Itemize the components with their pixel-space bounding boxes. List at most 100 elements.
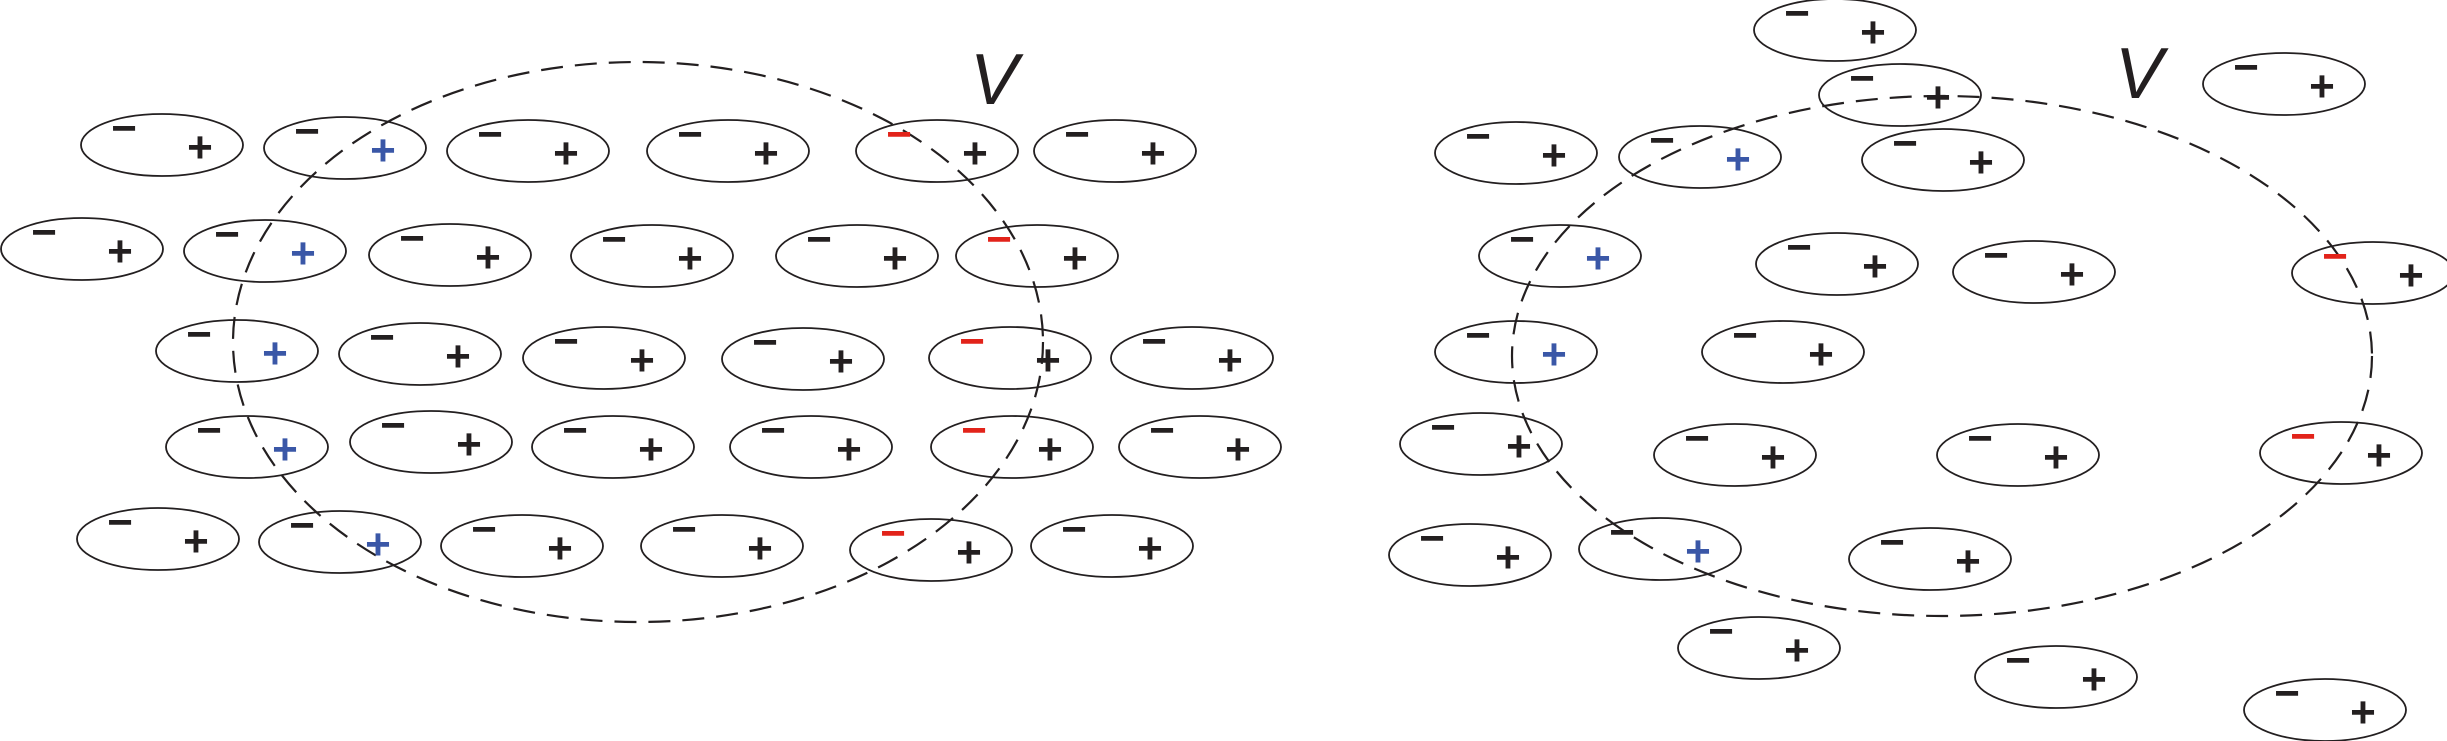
dipole-neutral: −+ (440, 505, 604, 578)
negative-charge-sign: − (601, 215, 627, 264)
positive-charge-sign: + (1137, 524, 1163, 573)
dipole-outline (531, 415, 695, 479)
positive-charge-sign: + (456, 420, 482, 469)
dipole-neutral: −+ (1030, 505, 1194, 578)
dipole-outline (1653, 423, 1817, 487)
dipole-outline (258, 510, 422, 574)
negative-charge-sign: − (1149, 406, 1175, 455)
dipole-cut-left: −+ (1434, 311, 1598, 384)
positive-charge-sign: + (2059, 250, 2085, 299)
volume-v-label-right: V (2115, 34, 2169, 114)
dipole-cut-right: −+ (930, 406, 1094, 479)
positive-charge-sign: + (272, 425, 298, 474)
left-panel-dense-dipoles: V −+−+−+−+−+−+−+−+−+−+−+−+−+−+−+−+−+−+−+… (0, 40, 1282, 624)
positive-charge-sign: + (262, 329, 288, 378)
negative-charge-sign: − (1784, 0, 1810, 38)
negative-charge-sign: − (2005, 636, 2031, 685)
dipole-neutral: −+ (1818, 54, 1982, 127)
dipole-outline (646, 119, 810, 183)
volume-v-boundary-left (231, 60, 1045, 624)
dipole-neutral: −+ (570, 215, 734, 288)
dipole-neutral: −+ (1110, 317, 1274, 390)
dipole-cut-left: −+ (183, 210, 347, 283)
dipole-neutral: −+ (640, 505, 804, 578)
positive-charge-sign: + (882, 234, 908, 283)
dipole-outline (1936, 423, 2100, 487)
dipole-outline (349, 410, 513, 474)
dipole-outline (1030, 514, 1194, 578)
dipole-outline (570, 224, 734, 288)
right-panel-sparse-dipoles: V −+−+−+−+−+−+−+−+−+−+−+−+−+−+−+−+−+−+−+… (1388, 0, 2447, 741)
dipole-outline (1110, 326, 1274, 390)
dipole-outline (1753, 0, 1917, 62)
dipole-outline (1974, 645, 2138, 709)
dipole-cut-left: −+ (165, 406, 329, 479)
dipole-outline (2291, 241, 2447, 305)
dipole-neutral: −+ (1861, 119, 2025, 192)
positive-charge-sign: + (445, 332, 471, 381)
dipole-outline (721, 327, 885, 391)
negative-charge-sign: − (1419, 514, 1445, 563)
dipole-neutral: −+ (1952, 231, 2116, 304)
negative-charge-sign: − (1649, 116, 1675, 165)
positive-charge-sign: + (1217, 336, 1243, 385)
positive-charge-sign: + (1925, 73, 1951, 122)
negative-charge-sign: − (369, 313, 395, 362)
negative-charge-sign: − (677, 110, 703, 159)
negative-charge-sign: − (806, 215, 832, 264)
dipole-outline (1478, 224, 1642, 288)
negative-charge-sign: − (1786, 223, 1812, 272)
positive-charge-sign: + (547, 524, 573, 573)
dipole-outline (368, 223, 532, 287)
dipole-outline (930, 415, 1094, 479)
positive-charge-sign: + (1035, 336, 1061, 385)
positive-charge-sign: + (183, 517, 209, 566)
dipole-outline (1434, 320, 1598, 384)
negative-charge-sign: − (562, 406, 588, 455)
negative-charge-sign: − (1465, 112, 1491, 161)
dipole-neutral: −+ (1653, 414, 1817, 487)
positive-charge-sign: + (1808, 330, 1834, 379)
dipole-outline (1434, 121, 1598, 185)
dipole-outline (1861, 128, 2025, 192)
negative-charge-sign: − (1708, 607, 1734, 656)
negative-charge-sign: − (477, 110, 503, 159)
positive-charge-sign: + (677, 234, 703, 283)
positive-charge-sign: + (2350, 688, 2376, 737)
positive-charge-sign: + (2043, 433, 2069, 482)
dipole-cut-right: −+ (2259, 412, 2423, 485)
dipole-neutral: −+ (349, 401, 513, 474)
negative-charge-sign: − (1732, 311, 1758, 360)
negative-charge-sign: − (2290, 412, 2316, 461)
dipole-cut-right: −+ (849, 509, 1013, 582)
dipole-outline (1033, 119, 1197, 183)
dipole-outline (522, 326, 686, 390)
dipole-cut-left: −+ (1578, 508, 1742, 581)
dipole-outline (2202, 52, 2366, 116)
volume-v-boundary-right (1510, 94, 2374, 618)
positive-charge-sign: + (1860, 8, 1886, 57)
dipole-cut-left: −+ (258, 501, 422, 574)
negative-charge-sign: − (289, 501, 315, 550)
dipole-outline (155, 319, 319, 383)
negative-charge-sign: − (107, 498, 133, 547)
dipole-cut-right: −+ (2291, 232, 2447, 305)
dipole-outline (1388, 523, 1552, 587)
positive-charge-sign: + (1037, 425, 1063, 474)
negative-charge-sign: − (752, 318, 778, 367)
negative-charge-sign: − (399, 214, 425, 263)
dipole-neutral: −+ (721, 318, 885, 391)
dipole-outline (2243, 678, 2407, 741)
dipole-neutral: −+ (1755, 223, 1919, 296)
positive-charge-sign: + (753, 129, 779, 178)
negative-charge-sign: − (1609, 508, 1635, 557)
positive-charge-sign: + (2081, 655, 2107, 704)
negative-charge-sign: − (111, 104, 137, 153)
negative-charge-sign: − (959, 317, 985, 366)
positive-charge-sign: + (1725, 135, 1751, 184)
dipole-neutral: −+ (338, 313, 502, 386)
dipole-outline (2259, 421, 2423, 485)
positive-charge-sign: + (290, 229, 316, 278)
negative-charge-sign: − (294, 107, 320, 156)
